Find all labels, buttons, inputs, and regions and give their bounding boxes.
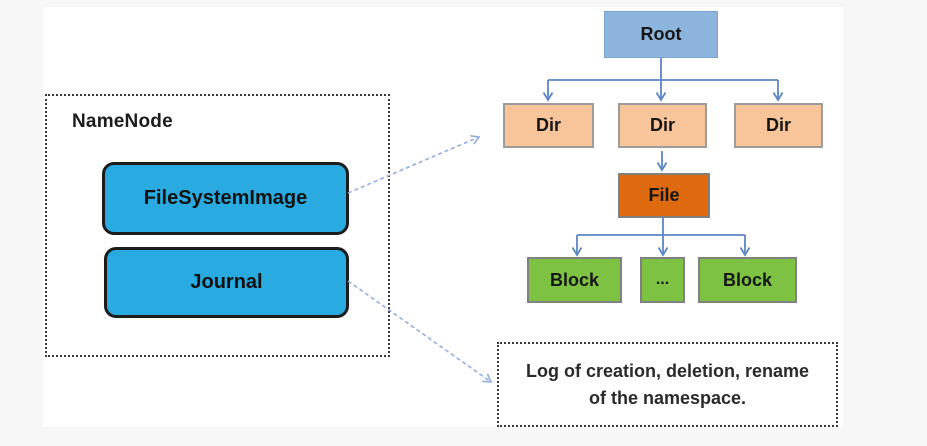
root-label: Root — [640, 24, 682, 44]
block-1-label: Block — [549, 269, 600, 290]
tree-node-dir-2: Dir — [618, 103, 707, 148]
tree-node-root: Root — [604, 11, 718, 58]
block-ellipsis-label: ... — [655, 271, 670, 288]
tree-node-dir-3: Dir — [734, 103, 823, 148]
namenode-group-box: NameNode FileSystemImage Journal — [45, 94, 390, 357]
journal-node: Journal — [104, 247, 349, 318]
tree-node-dir-1: Dir — [503, 103, 594, 148]
dir-3-label: Dir — [765, 115, 791, 135]
tree-node-block-1: Block — [527, 257, 622, 303]
diagram-canvas: NameNode FileSystemImage Journal Root Di… — [43, 7, 843, 427]
journal-note-box: Log of creation, deletion, rename of the… — [497, 342, 838, 427]
block-2-label: Block — [722, 269, 773, 290]
filesystemimage-node: FileSystemImage — [102, 162, 349, 235]
tree-node-block-2: Block — [698, 257, 797, 303]
tree-node-block-ellipsis: ... — [640, 257, 685, 303]
file-label: File — [648, 185, 680, 205]
journal-note-line-1: Log of creation, deletion, rename — [525, 360, 810, 381]
dir-1-label: Dir — [535, 115, 561, 135]
tree-node-file: File — [618, 173, 710, 218]
journal-note-line-2: of the namespace. — [588, 387, 747, 408]
dir-2-label: Dir — [649, 115, 675, 135]
namenode-group-title: NameNode — [72, 111, 173, 132]
filesystemimage-label: FileSystemImage — [143, 187, 308, 209]
journal-label: Journal — [190, 271, 263, 293]
